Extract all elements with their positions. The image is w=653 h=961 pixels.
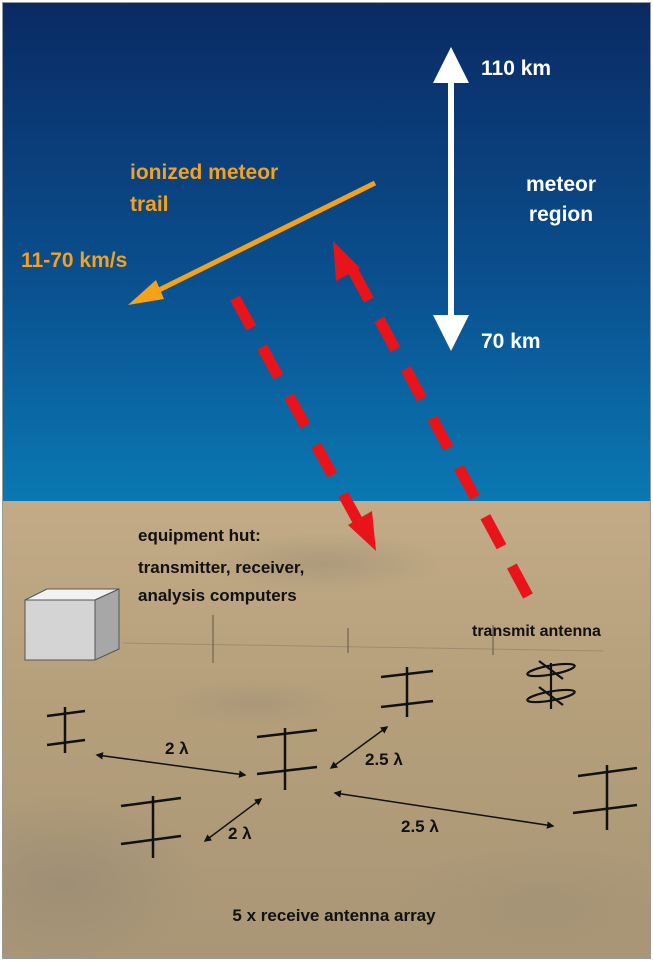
spacing-label-4: 2.5 λ	[401, 817, 439, 836]
hut-label-line2: transmitter, receiver,	[138, 558, 304, 577]
meteor-region-label-line1: meteor	[526, 173, 596, 196]
equipment-hut	[24, 588, 120, 661]
hut-label-line1: equipment hut:	[138, 526, 261, 545]
meteor-region-label-line2: region	[529, 203, 593, 226]
meteor-trail-label-line1: ionized meteor	[130, 161, 278, 184]
receive-antenna-2	[120, 796, 182, 858]
spacing-arrow-4	[333, 790, 555, 829]
array-label: 5 x receive antenna array	[232, 906, 436, 925]
transmit-antenna	[526, 660, 576, 709]
spacing-label-2: 2.5 λ	[365, 750, 403, 769]
ground-background	[3, 501, 650, 958]
reflected-signal-arrow	[230, 295, 376, 551]
hut-label-line3: analysis computers	[138, 586, 297, 605]
top-altitude-label: 110 km	[481, 57, 551, 80]
spacing-arrow-1	[95, 752, 247, 778]
meteor-radar-diagram: 110 km 70 km meteor region ionized meteo…	[3, 3, 650, 958]
spacing-label-3: 2 λ	[228, 824, 252, 843]
meteor-trail-label-line2: trail	[130, 193, 169, 216]
sky-background	[3, 3, 650, 501]
receive-antenna-1	[46, 707, 86, 753]
meteor-speed-label: 11-70 km/s	[21, 249, 127, 272]
bottom-altitude-label: 70 km	[481, 330, 541, 353]
spacing-arrow-3	[203, 798, 263, 842]
spacing-label-1: 2 λ	[165, 739, 189, 758]
receive-antenna-4	[380, 667, 434, 717]
transmit-antenna-label: transmit antenna	[472, 623, 601, 640]
receive-antenna-3	[256, 728, 318, 790]
transmitted-signal-arrow	[333, 241, 533, 599]
receive-antenna-5	[572, 765, 638, 830]
meteor-trail-arrow	[128, 180, 377, 305]
spacing-arrow-2	[329, 726, 389, 769]
